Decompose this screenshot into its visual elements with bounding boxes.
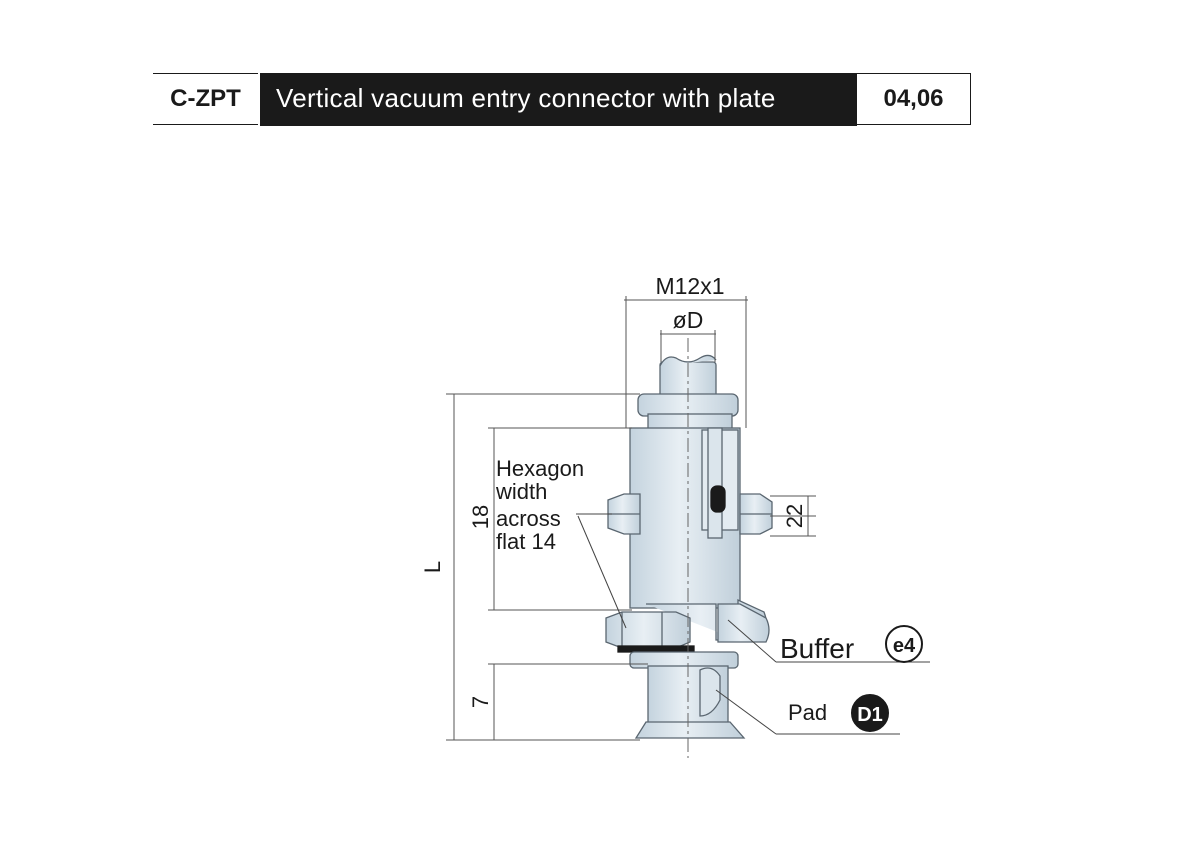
hexagon-label-2: width <box>495 479 547 504</box>
pad-inner <box>699 667 721 717</box>
inner-stem <box>707 427 723 539</box>
hexagon-label-1: Hexagon <box>496 456 584 481</box>
dim-22-label: 22 <box>782 504 807 528</box>
tube-top <box>659 354 717 367</box>
washer <box>617 645 695 653</box>
product-code: C-ZPT <box>153 73 258 125</box>
product-sizes: 04,06 <box>857 73 971 125</box>
product-header: C-ZPT Vertical vacuum entry connector wi… <box>153 73 971 126</box>
dim-7-label: 7 <box>468 696 493 708</box>
buffer-badge-text: e4 <box>893 635 916 657</box>
pad-label: Pad <box>788 700 827 725</box>
dimension-lines <box>446 296 816 741</box>
hex-nut-lower <box>605 611 691 649</box>
product-title: Vertical vacuum entry connector with pla… <box>260 73 857 126</box>
thread-label: M12x1 <box>655 273 724 299</box>
o-ring <box>710 485 726 513</box>
pad-badge-text: D1 <box>857 704 883 726</box>
hexagon-label-4: flat 14 <box>496 529 556 554</box>
buffer-label: Buffer <box>780 633 854 664</box>
dim-l-label: L <box>420 561 445 573</box>
pad-badge: D1 <box>851 694 889 732</box>
hexagon-label-3: across <box>496 506 561 531</box>
suction-pad <box>634 721 746 739</box>
buffer-flange <box>717 603 770 643</box>
connector-body <box>605 354 773 739</box>
diameter-label: øD <box>673 307 704 333</box>
buffer-badge: e4 <box>885 625 923 663</box>
dim-18-label: 18 <box>468 505 493 529</box>
hex-nut-upper <box>607 493 773 535</box>
